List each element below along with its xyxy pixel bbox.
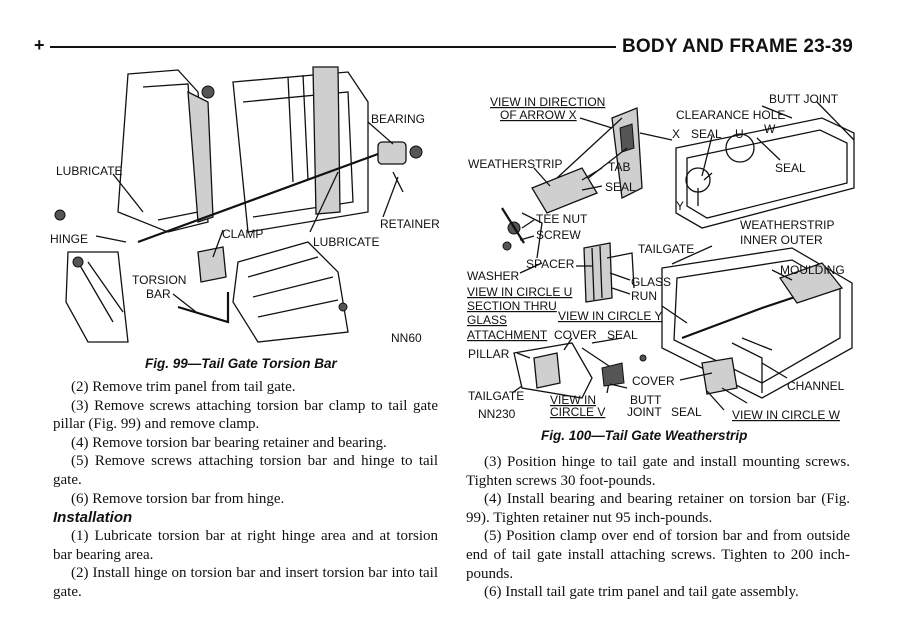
figure-100-code: NN230	[478, 407, 516, 421]
label-view-in-circle-y: VIEW IN CIRCLE Y	[558, 309, 662, 323]
figure-99-torsion-bar: BEARING LUBRICATE RETAINER HINGE CLAMP L…	[48, 62, 440, 352]
label-inner-outer: INNER OUTER	[740, 233, 823, 247]
label-of-arrow-x: OF ARROW X	[500, 108, 577, 122]
label-cover-top: COVER	[554, 328, 597, 342]
label-weatherstrip-right: WEATHERSTRIP	[740, 218, 834, 232]
label-butt-joint: BUTT JOINT	[769, 92, 839, 106]
tailgate-panel	[117, 69, 209, 233]
install-step-6: (6) Install tail gate trim panel and tai…	[484, 584, 799, 601]
left-column-text: (2) Remove trim panel from tail gate. (3…	[53, 378, 438, 602]
tailgate-window-frame	[675, 117, 855, 229]
label-seal-top: SEAL	[691, 127, 722, 141]
header-rule	[50, 46, 616, 48]
label-glass: GLASS	[631, 275, 671, 289]
install-step-5: (5) Position clamp over end of torsion b…	[466, 528, 850, 582]
label-w: W	[764, 122, 776, 136]
label-tee-nut: TEE NUT	[536, 212, 588, 226]
label-attachment: ATTACHMENT	[467, 328, 548, 342]
installation-heading: Installation	[53, 509, 133, 527]
label-screw: SCREW	[536, 228, 581, 242]
removal-step-2: (2) Remove trim panel from tail gate.	[71, 379, 296, 395]
right-column-text: (3) Position hinge to tail gate and inst…	[466, 453, 850, 602]
header-plus-mark: +	[34, 35, 45, 55]
figure-100-caption: Fig. 100—Tail Gate Weatherstrip	[541, 428, 748, 443]
removal-step-3: (3) Remove screws attaching torsion bar …	[53, 397, 438, 433]
label-pillar: PILLAR	[468, 347, 510, 361]
label-seal-left: SEAL	[605, 180, 636, 194]
label-spacer: SPACER	[526, 257, 575, 271]
page-title: BODY AND FRAME 23-39	[622, 36, 853, 57]
label-lubricate-mid: LUBRICATE	[313, 235, 379, 249]
figure-99-caption: Fig. 99—Tail Gate Torsion Bar	[145, 356, 337, 371]
bearing	[377, 141, 407, 165]
label-tailgate-top: TAILGATE	[638, 242, 694, 256]
label-tailgate-bottom: TAILGATE	[468, 389, 524, 403]
label-seal-mid: SEAL	[607, 328, 638, 342]
hinge	[65, 251, 129, 343]
label-run: RUN	[631, 289, 657, 303]
label-clearance-hole: CLEARANCE HOLE	[676, 108, 785, 122]
label-moulding: MOULDING	[780, 263, 845, 277]
label-u: U	[735, 127, 744, 141]
figure-99-illustration: BEARING LUBRICATE RETAINER HINGE CLAMP L…	[50, 66, 440, 345]
label-tab: TAB	[608, 160, 630, 174]
torsion-bar-line	[137, 152, 379, 244]
label-bar: BAR	[146, 287, 171, 301]
label-washer: WASHER	[467, 269, 520, 283]
label-seal-bottom: SEAL	[671, 405, 702, 419]
label-view-in-v: VIEW IN	[550, 393, 596, 407]
label-circle-v: CIRCLE V	[550, 405, 605, 419]
label-butt-1: BUTT	[630, 393, 662, 407]
removal-step-6: (6) Remove torsion bar from hinge.	[71, 490, 285, 507]
install-step-1: (1) Lubricate torsion bar at right hinge…	[53, 528, 438, 563]
label-x: X	[672, 127, 680, 141]
label-hinge: HINGE	[50, 232, 88, 246]
label-clamp: CLAMP	[222, 227, 263, 241]
install-step-4: (4) Install bearing and bearing retainer…	[466, 491, 850, 526]
clamp	[197, 246, 227, 283]
label-view-in-circle-w: VIEW IN CIRCLE W	[732, 408, 841, 422]
label-lubricate-left: LUBRICATE	[56, 164, 122, 178]
figure-100-illustration: VIEW IN DIRECTION OF ARROW X BUTT JOINT …	[467, 92, 855, 422]
label-seal-right: SEAL	[775, 161, 806, 175]
removal-step-5: (5) Remove screws attaching torsion bar …	[53, 453, 438, 488]
label-channel: CHANNEL	[787, 379, 845, 393]
label-glass-under: GLASS	[467, 313, 507, 327]
figure-99-code: NN60	[391, 331, 422, 345]
label-joint-2: JOINT	[627, 405, 662, 419]
removal-step-4: (4) Remove torsion bar bearing retainer …	[71, 434, 387, 451]
label-cover-bottom: COVER	[632, 374, 675, 388]
label-section-thru: SECTION THRU	[467, 299, 557, 313]
label-view-in-circle-u: VIEW IN CIRCLE U	[467, 285, 572, 299]
label-view-in-direction: VIEW IN DIRECTION	[490, 95, 605, 109]
install-step-2: (2) Install hinge on torsion bar and ins…	[53, 565, 438, 600]
label-torsion: TORSION	[132, 273, 186, 287]
label-y: Y	[676, 199, 684, 213]
figure-100-weatherstrip: VIEW IN DIRECTION OF ARROW X BUTT JOINT …	[462, 88, 858, 426]
install-step-3: (3) Position hinge to tail gate and inst…	[466, 454, 850, 489]
label-retainer: RETAINER	[380, 217, 440, 231]
label-weatherstrip-left: WEATHERSTRIP	[468, 157, 562, 171]
label-bearing: BEARING	[371, 112, 425, 126]
